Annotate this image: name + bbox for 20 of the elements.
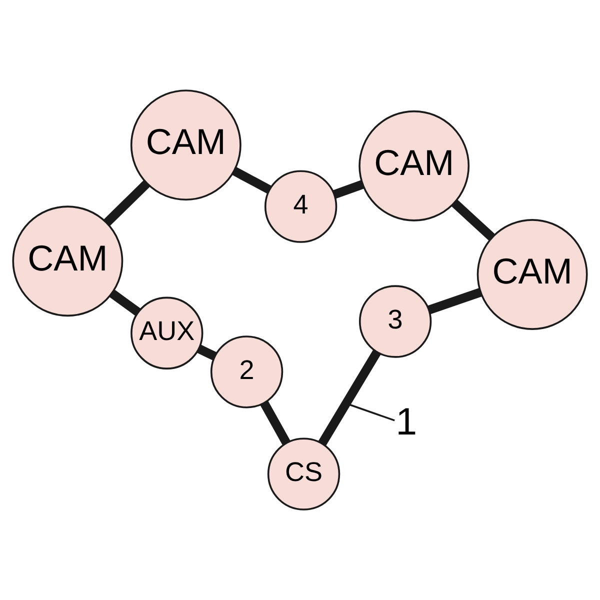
node-circle: CAM bbox=[476, 219, 588, 330]
node-circle: CAM bbox=[130, 90, 242, 201]
connector bbox=[110, 290, 141, 316]
connector bbox=[348, 404, 395, 422]
connector bbox=[332, 180, 364, 199]
node-circle: 3 bbox=[358, 285, 432, 358]
node-circle: CAM bbox=[12, 206, 124, 317]
node-circle: CAM bbox=[358, 110, 470, 222]
node-circle: CS bbox=[267, 438, 340, 510]
connector bbox=[104, 180, 150, 226]
node-circle: AUX bbox=[130, 296, 204, 370]
connector bbox=[318, 350, 381, 446]
connector bbox=[196, 344, 217, 360]
connector bbox=[232, 167, 272, 194]
node-circle: 2 bbox=[210, 336, 284, 408]
connector bbox=[451, 200, 495, 241]
node-text: 1 bbox=[396, 400, 418, 444]
connector bbox=[427, 288, 482, 314]
connector bbox=[260, 400, 290, 446]
node-circle: 4 bbox=[264, 170, 338, 243]
